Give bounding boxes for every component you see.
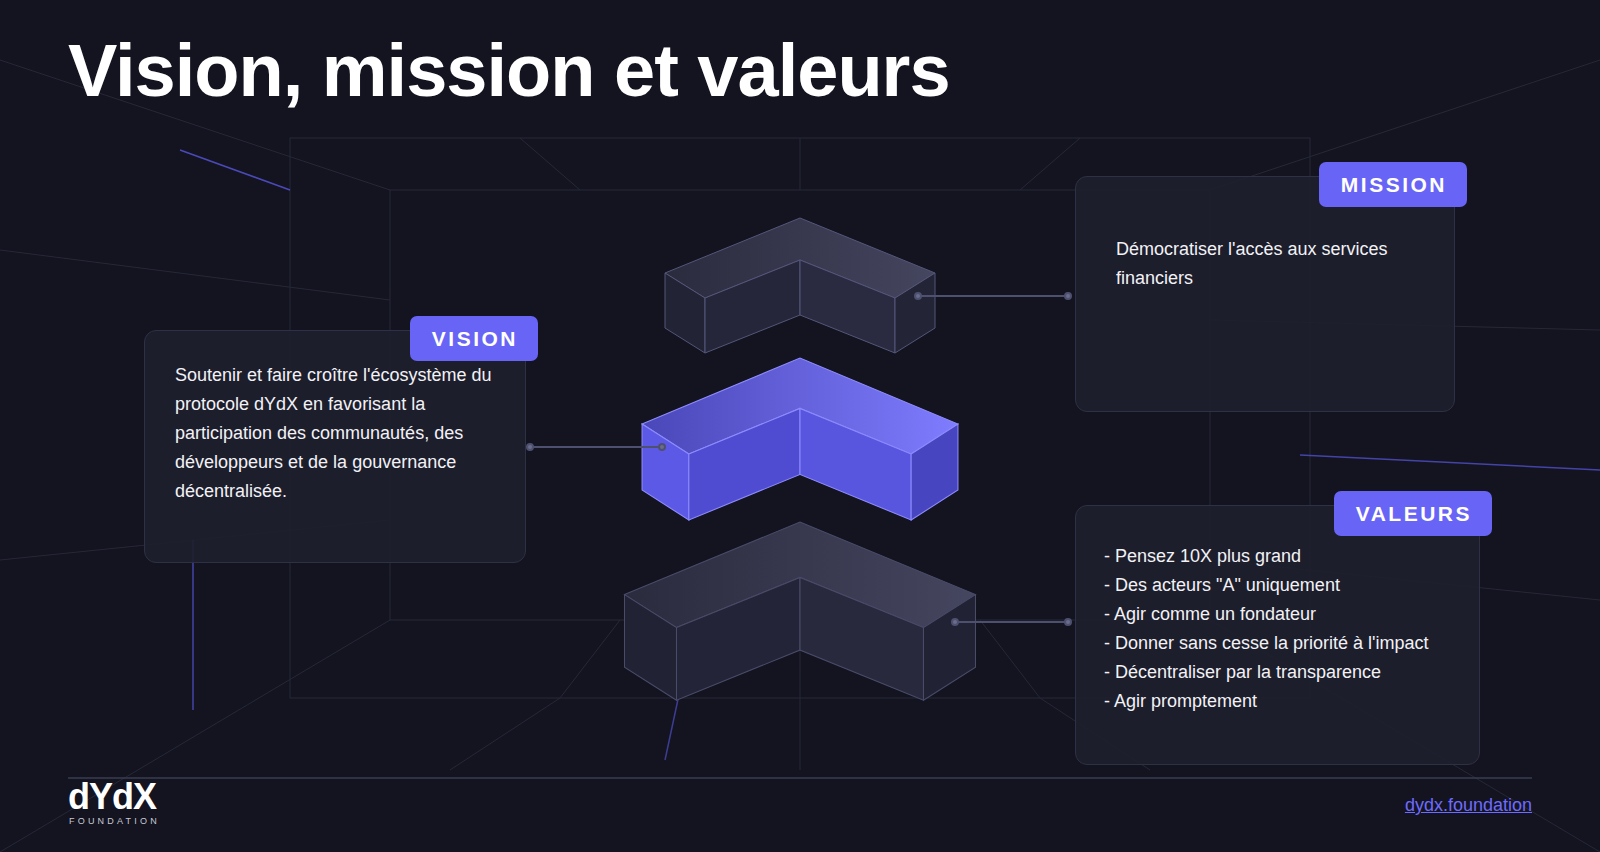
perspective-grid [0, 60, 1600, 852]
mission-box: MISSIONDémocratiser l'accès aux services… [1075, 176, 1455, 412]
list-item: - Des acteurs "A" uniquement [1104, 571, 1453, 600]
heading-tag: VISION [410, 316, 538, 361]
footer-rule [68, 777, 1532, 779]
list-item: - Agir promptement [1104, 687, 1453, 716]
website-link: dydx.foundation [1405, 795, 1532, 816]
box-body: Soutenir et faire croître l'écosystème d… [175, 361, 501, 506]
chevron-top [665, 218, 935, 353]
logo-wordmark: dYdX [68, 778, 160, 816]
slide-title: Vision, mission et valeurs [68, 28, 950, 113]
body-text: Démocratiser l'accès aux services financ… [1116, 235, 1426, 293]
foundation-logo: dYdXFOUNDATION [68, 778, 160, 826]
vision-box: VISIONSoutenir et faire croître l'écosys… [144, 330, 526, 563]
box-body: Démocratiser l'accès aux services financ… [1116, 235, 1426, 293]
values-box: VALEURS- Pensez 10X plus grand- Des acte… [1075, 505, 1480, 765]
list-item: - Décentraliser par la transparence [1104, 658, 1453, 687]
heading-tag: VALEURS [1334, 491, 1492, 536]
box-body: - Pensez 10X plus grand- Des acteurs "A"… [1104, 542, 1453, 716]
leader-lines [527, 293, 1071, 625]
chevron-bottom [625, 522, 976, 700]
logo-subtitle: FOUNDATION [68, 816, 160, 826]
list-item: - Agir comme un fondateur [1104, 600, 1453, 629]
chevron-middle [642, 358, 958, 520]
body-text: Soutenir et faire croître l'écosystème d… [175, 361, 501, 506]
heading-tag: MISSION [1319, 162, 1467, 207]
list-item: - Pensez 10X plus grand [1104, 542, 1453, 571]
list-item: - Donner sans cesse la priorité à l'impa… [1104, 629, 1453, 658]
